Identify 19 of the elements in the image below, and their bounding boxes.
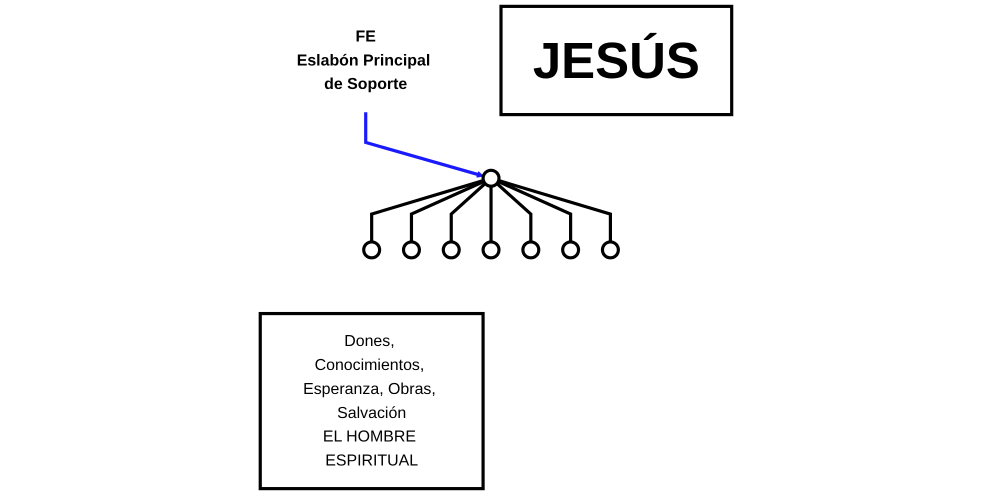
node-circle	[521, 240, 540, 260]
node-circle	[481, 240, 501, 260]
node-box: Dones, Conocimientos, Esperanza, Obras, Salvación EL HOMBRE ESPIRITUAL	[258, 312, 485, 490]
arrow	[364, 112, 484, 178]
connector	[410, 180, 484, 242]
node-circle	[561, 240, 580, 260]
connector	[498, 180, 572, 242]
node-circle	[442, 240, 461, 260]
connector	[498, 179, 612, 242]
connector	[489, 186, 493, 242]
node-circle	[402, 240, 421, 260]
node-box: JESÚS	[499, 4, 734, 116]
node-circle	[600, 240, 620, 260]
node-circle	[362, 240, 382, 260]
connector	[370, 179, 484, 242]
connector	[496, 182, 532, 242]
node-circle	[481, 168, 501, 188]
connector	[450, 182, 486, 242]
node-text: FE Eslabón Principal de Soporte	[296, 28, 430, 94]
